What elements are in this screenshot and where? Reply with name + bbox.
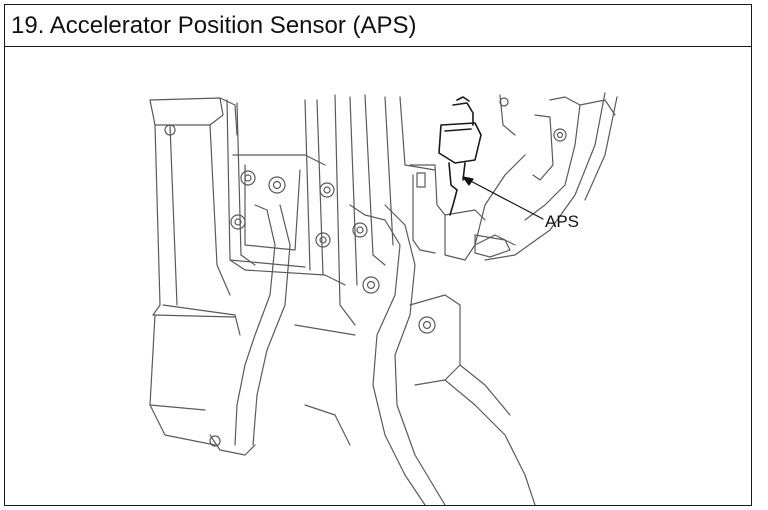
floor-lines (149, 314, 356, 446)
figure-title: 19. Accelerator Position Sensor (APS) (11, 12, 417, 39)
right-bracket (474, 92, 618, 261)
aps-callout-label: APS (545, 212, 579, 231)
figure-frame: 19. Accelerator Position Sensor (APS) (4, 4, 752, 506)
pedal-box-plate (226, 94, 436, 326)
bolts (230, 128, 567, 334)
title-bar: 19. Accelerator Position Sensor (APS) (5, 5, 751, 47)
mounting-bracket (149, 97, 241, 446)
aps-sensor (438, 96, 482, 216)
brake-pedal-arm (209, 204, 291, 456)
aps-leader-arrow (462, 176, 544, 220)
pedal-assembly-diagram: APS (149, 92, 618, 505)
accelerator-pedal-arm (349, 204, 536, 505)
